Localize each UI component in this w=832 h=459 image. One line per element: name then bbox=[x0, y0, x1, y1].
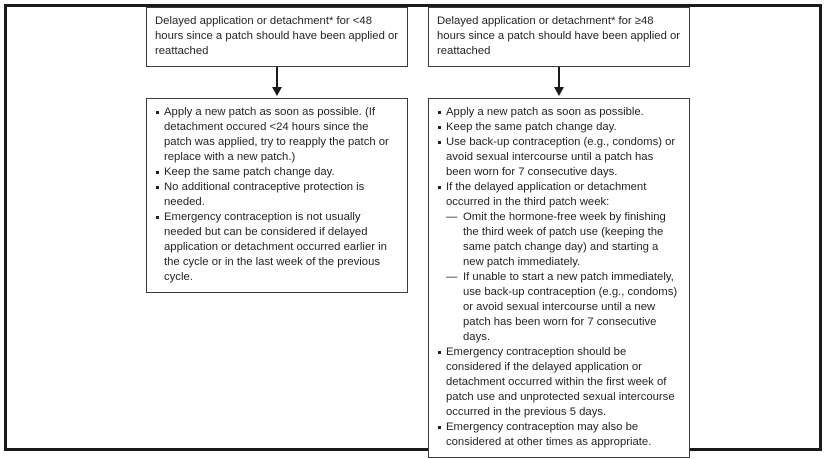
sub-list-item: If unable to start a new patch immediate… bbox=[446, 270, 681, 345]
action-list: Apply a new patch as soon as possible. (… bbox=[155, 105, 399, 285]
list-item: Emergency contraception may also be cons… bbox=[437, 420, 681, 450]
condition-text: Delayed application or detachment* for <… bbox=[155, 15, 399, 57]
arrow-stem bbox=[276, 67, 278, 89]
flow-branch-greater-equal-48: Delayed application or detachment* for ≥… bbox=[428, 7, 690, 458]
list-item: Keep the same patch change day. bbox=[155, 165, 399, 180]
condition-text: Delayed application or detachment* for ≥… bbox=[437, 15, 681, 57]
list-item: Emergency contraception is not usually n… bbox=[155, 210, 399, 285]
list-item: Emergency contraception should be consid… bbox=[437, 345, 681, 420]
sub-action-list: Omit the hormone-free week by finishing … bbox=[446, 210, 681, 345]
flow-branch-less-than-48: Delayed application or detachment* for <… bbox=[146, 7, 408, 293]
list-item: Apply a new patch as soon as possible. bbox=[437, 105, 681, 120]
action-box-greater-equal-48: Apply a new patch as soon as possible. K… bbox=[428, 98, 690, 458]
arrow-stem bbox=[558, 67, 560, 89]
action-box-less-than-48: Apply a new patch as soon as possible. (… bbox=[146, 98, 408, 293]
arrow-head-icon bbox=[272, 87, 282, 96]
list-item: Use back-up contraception (e.g., condoms… bbox=[437, 135, 681, 180]
arrow-head-icon bbox=[554, 87, 564, 96]
figure-frame: Delayed application or detachment* for <… bbox=[4, 4, 822, 458]
list-item: No additional contraceptive protection i… bbox=[155, 180, 399, 210]
list-item: Apply a new patch as soon as possible. (… bbox=[155, 105, 399, 165]
list-item: If the delayed application or detachment… bbox=[437, 180, 681, 345]
condition-box-less-than-48: Delayed application or detachment* for <… bbox=[146, 7, 408, 67]
condition-box-greater-equal-48: Delayed application or detachment* for ≥… bbox=[428, 7, 690, 67]
sub-list-item: Omit the hormone-free week by finishing … bbox=[446, 210, 681, 270]
action-list: Apply a new patch as soon as possible. K… bbox=[437, 105, 681, 450]
list-item: Keep the same patch change day. bbox=[437, 120, 681, 135]
flow-arrow-right bbox=[428, 67, 690, 98]
flow-arrow-left bbox=[146, 67, 408, 98]
